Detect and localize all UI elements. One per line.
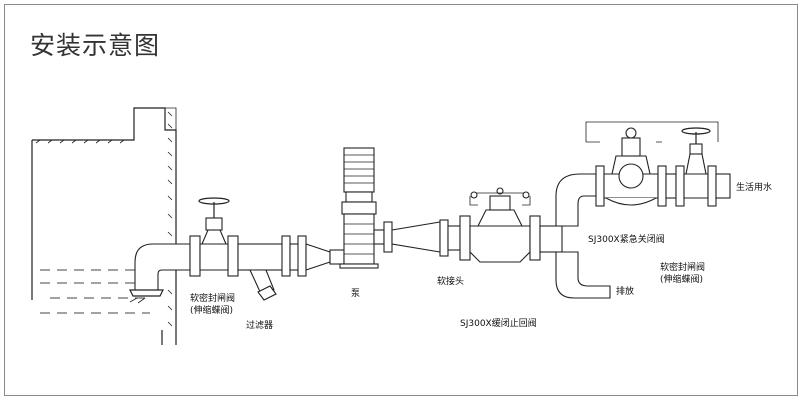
label-filter: 过滤器	[246, 319, 273, 331]
spool-to-pump	[289, 235, 345, 277]
emergency-valve	[585, 121, 719, 207]
gate-valve-left	[189, 197, 239, 277]
pump-outlet	[373, 219, 461, 257]
label-soft-seal-valve-left: 软密封闸阀	[190, 292, 235, 304]
label-pump: 泵	[351, 288, 360, 299]
gate-valve-right	[665, 127, 731, 207]
label-check-valve: SJ300X缓闭止回阀	[460, 317, 537, 329]
label-soft-seal-valve-left-sub: (伸缩蝶阀)	[190, 304, 233, 316]
label-domestic-water: 生活用水	[736, 181, 772, 193]
label-soft-joint: 软接头	[437, 275, 464, 287]
check-valve	[459, 187, 541, 263]
inlet-elbow	[129, 243, 191, 304]
diagram-title: 安装示意图	[30, 31, 161, 60]
pump	[339, 147, 379, 269]
water-tank	[31, 107, 177, 345]
label-drain: 排放	[616, 285, 634, 297]
label-soft-seal-valve-right-sub: (伸缩蝶阀)	[660, 273, 703, 285]
filter-strainer	[237, 235, 291, 301]
label-soft-seal-valve-right: 软密封闸阀	[660, 261, 705, 273]
label-emergency-valve: SJ300X紧急关闭阀	[588, 233, 665, 245]
riser-pipe	[539, 173, 611, 299]
